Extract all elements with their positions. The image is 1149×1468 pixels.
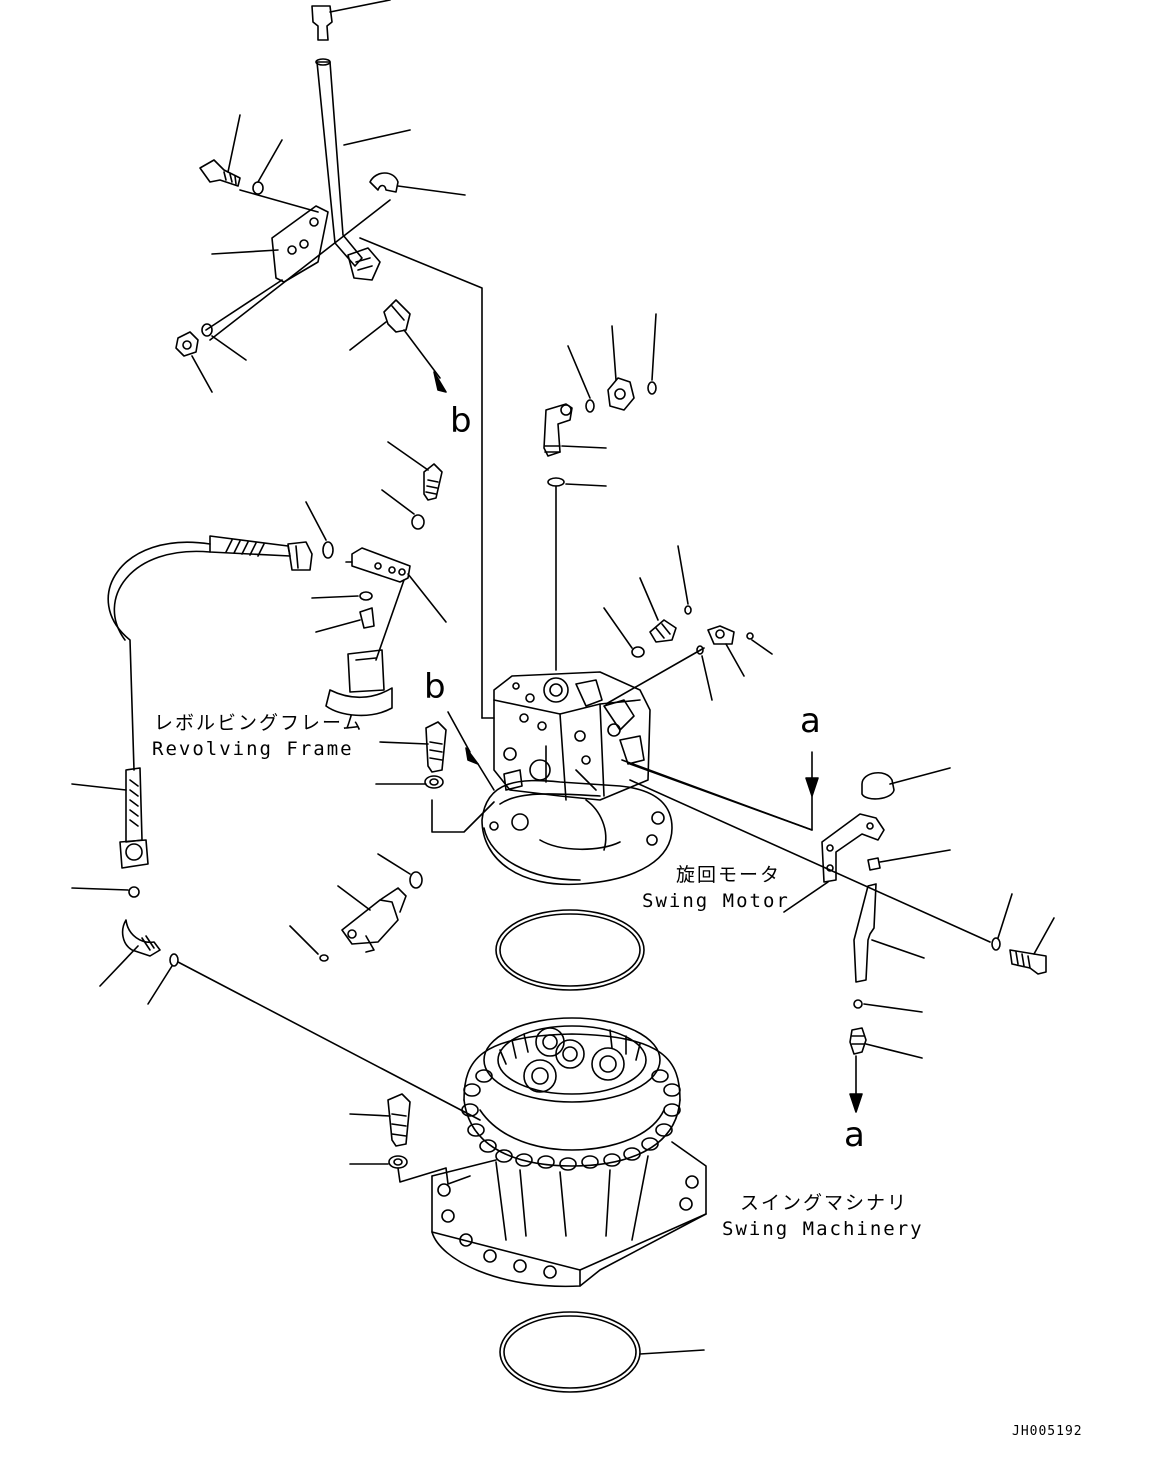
swing-machinery-label-en: Swing Machinery (722, 1218, 924, 1240)
reference-mark-b-top: b (450, 401, 472, 441)
right-bracket-group (783, 751, 1055, 1113)
block-fitting-group (305, 441, 447, 717)
motor-left-fittings (289, 711, 495, 962)
bottom-o-ring (499, 1311, 705, 1393)
reference-mark-a-top: a (800, 701, 821, 741)
drawing-code: JH005192 (1012, 1424, 1083, 1439)
revolving-frame-label-en: Revolving Frame (152, 738, 354, 760)
reference-mark-a-bottom: a (844, 1115, 865, 1155)
hose-group (71, 535, 481, 1121)
elbow-fitting-group (543, 313, 657, 671)
motor-o-ring (495, 909, 645, 991)
revolving-frame-label-jp: レボルビングフレーム (154, 712, 364, 734)
b-connector-group (349, 299, 447, 393)
swing-motor-label-en: Swing Motor (642, 890, 790, 912)
reference-mark-b-mid: b (424, 667, 446, 707)
swing-machinery-drawing (349, 1017, 707, 1288)
flange-bolts (461, 1069, 681, 1171)
motor-right-fittings (603, 545, 773, 701)
swing-machinery-label-jp: スイングマシナリ (740, 1192, 909, 1214)
top-fitting-group (175, 0, 483, 719)
swing-motor-label-jp: 旋回モータ (676, 864, 782, 886)
swing-motor-drawing (431, 647, 991, 943)
